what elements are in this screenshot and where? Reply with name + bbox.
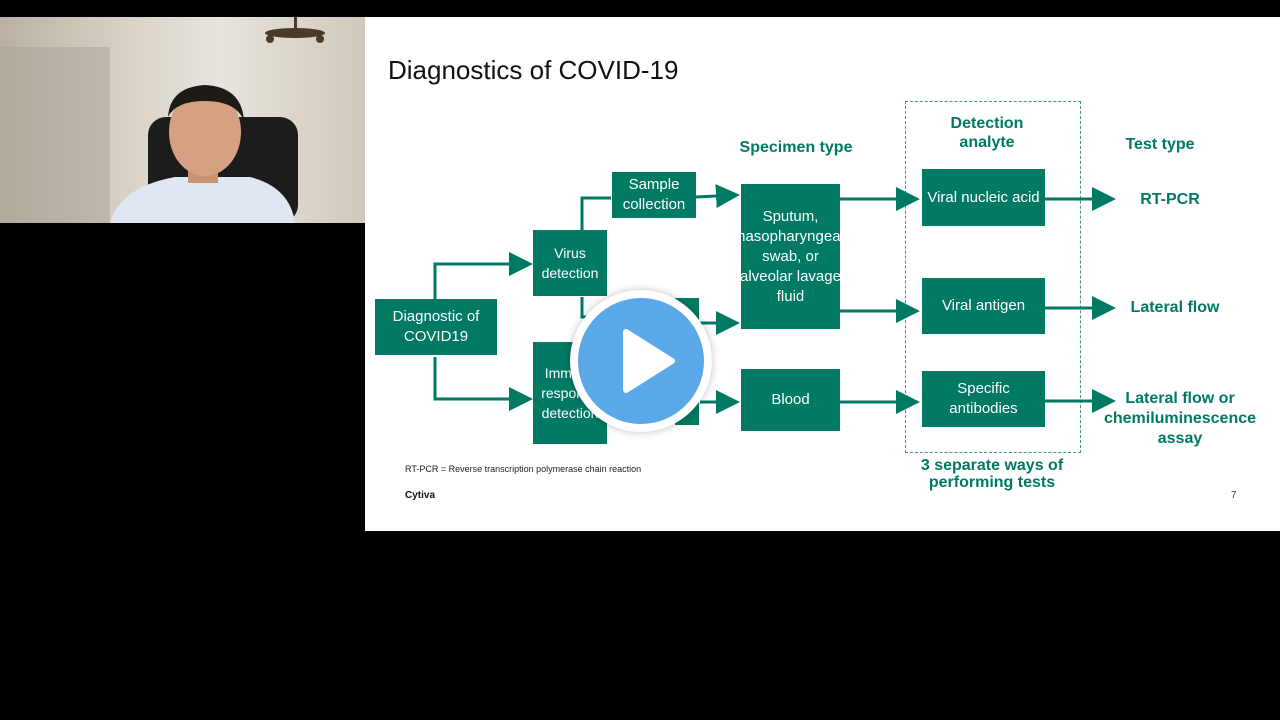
box-diagnostic-root: Diagnostic of COVID19 (375, 299, 497, 355)
play-button[interactable] (570, 290, 712, 432)
header-test-type: Test type (1100, 135, 1220, 154)
brand-logo: Cytiva (405, 490, 435, 501)
webcam-feed (0, 17, 365, 223)
box-virus-detection: Virus detection (533, 230, 607, 296)
test-rt-pcr: RT-PCR (1120, 190, 1220, 210)
presentation-slide: Diagnostics of COVID-19 (365, 17, 1280, 531)
separate-ways-caption: 3 separate ways of performing tests (917, 457, 1067, 491)
test-lateral-flow: Lateral flow (1120, 298, 1230, 318)
play-button-circle (578, 298, 704, 424)
footnote: RT-PCR = Reverse transcription polymeras… (405, 464, 641, 474)
box-specific-antibodies: Specific antibodies (922, 371, 1045, 427)
play-icon (578, 298, 704, 424)
header-specimen-type: Specimen type (726, 138, 866, 157)
box-viral-antigen: Viral antigen (922, 278, 1045, 334)
presenter-silhouette (0, 17, 365, 223)
test-lateral-flow-chemi: Lateral flow or chemiluminescence assay (1098, 389, 1262, 449)
box-blood: Blood (741, 369, 840, 431)
box-sputum: Sputum, nasopharyngeal swab, or alveolar… (741, 184, 840, 329)
header-detection-analyte: Detection analyte (927, 114, 1047, 152)
box-viral-nucleic-acid: Viral nucleic acid (922, 169, 1045, 226)
page-number: 7 (1231, 490, 1237, 501)
chandelier-icon (265, 17, 325, 43)
box-sample-collection: Sample collection (612, 172, 696, 218)
